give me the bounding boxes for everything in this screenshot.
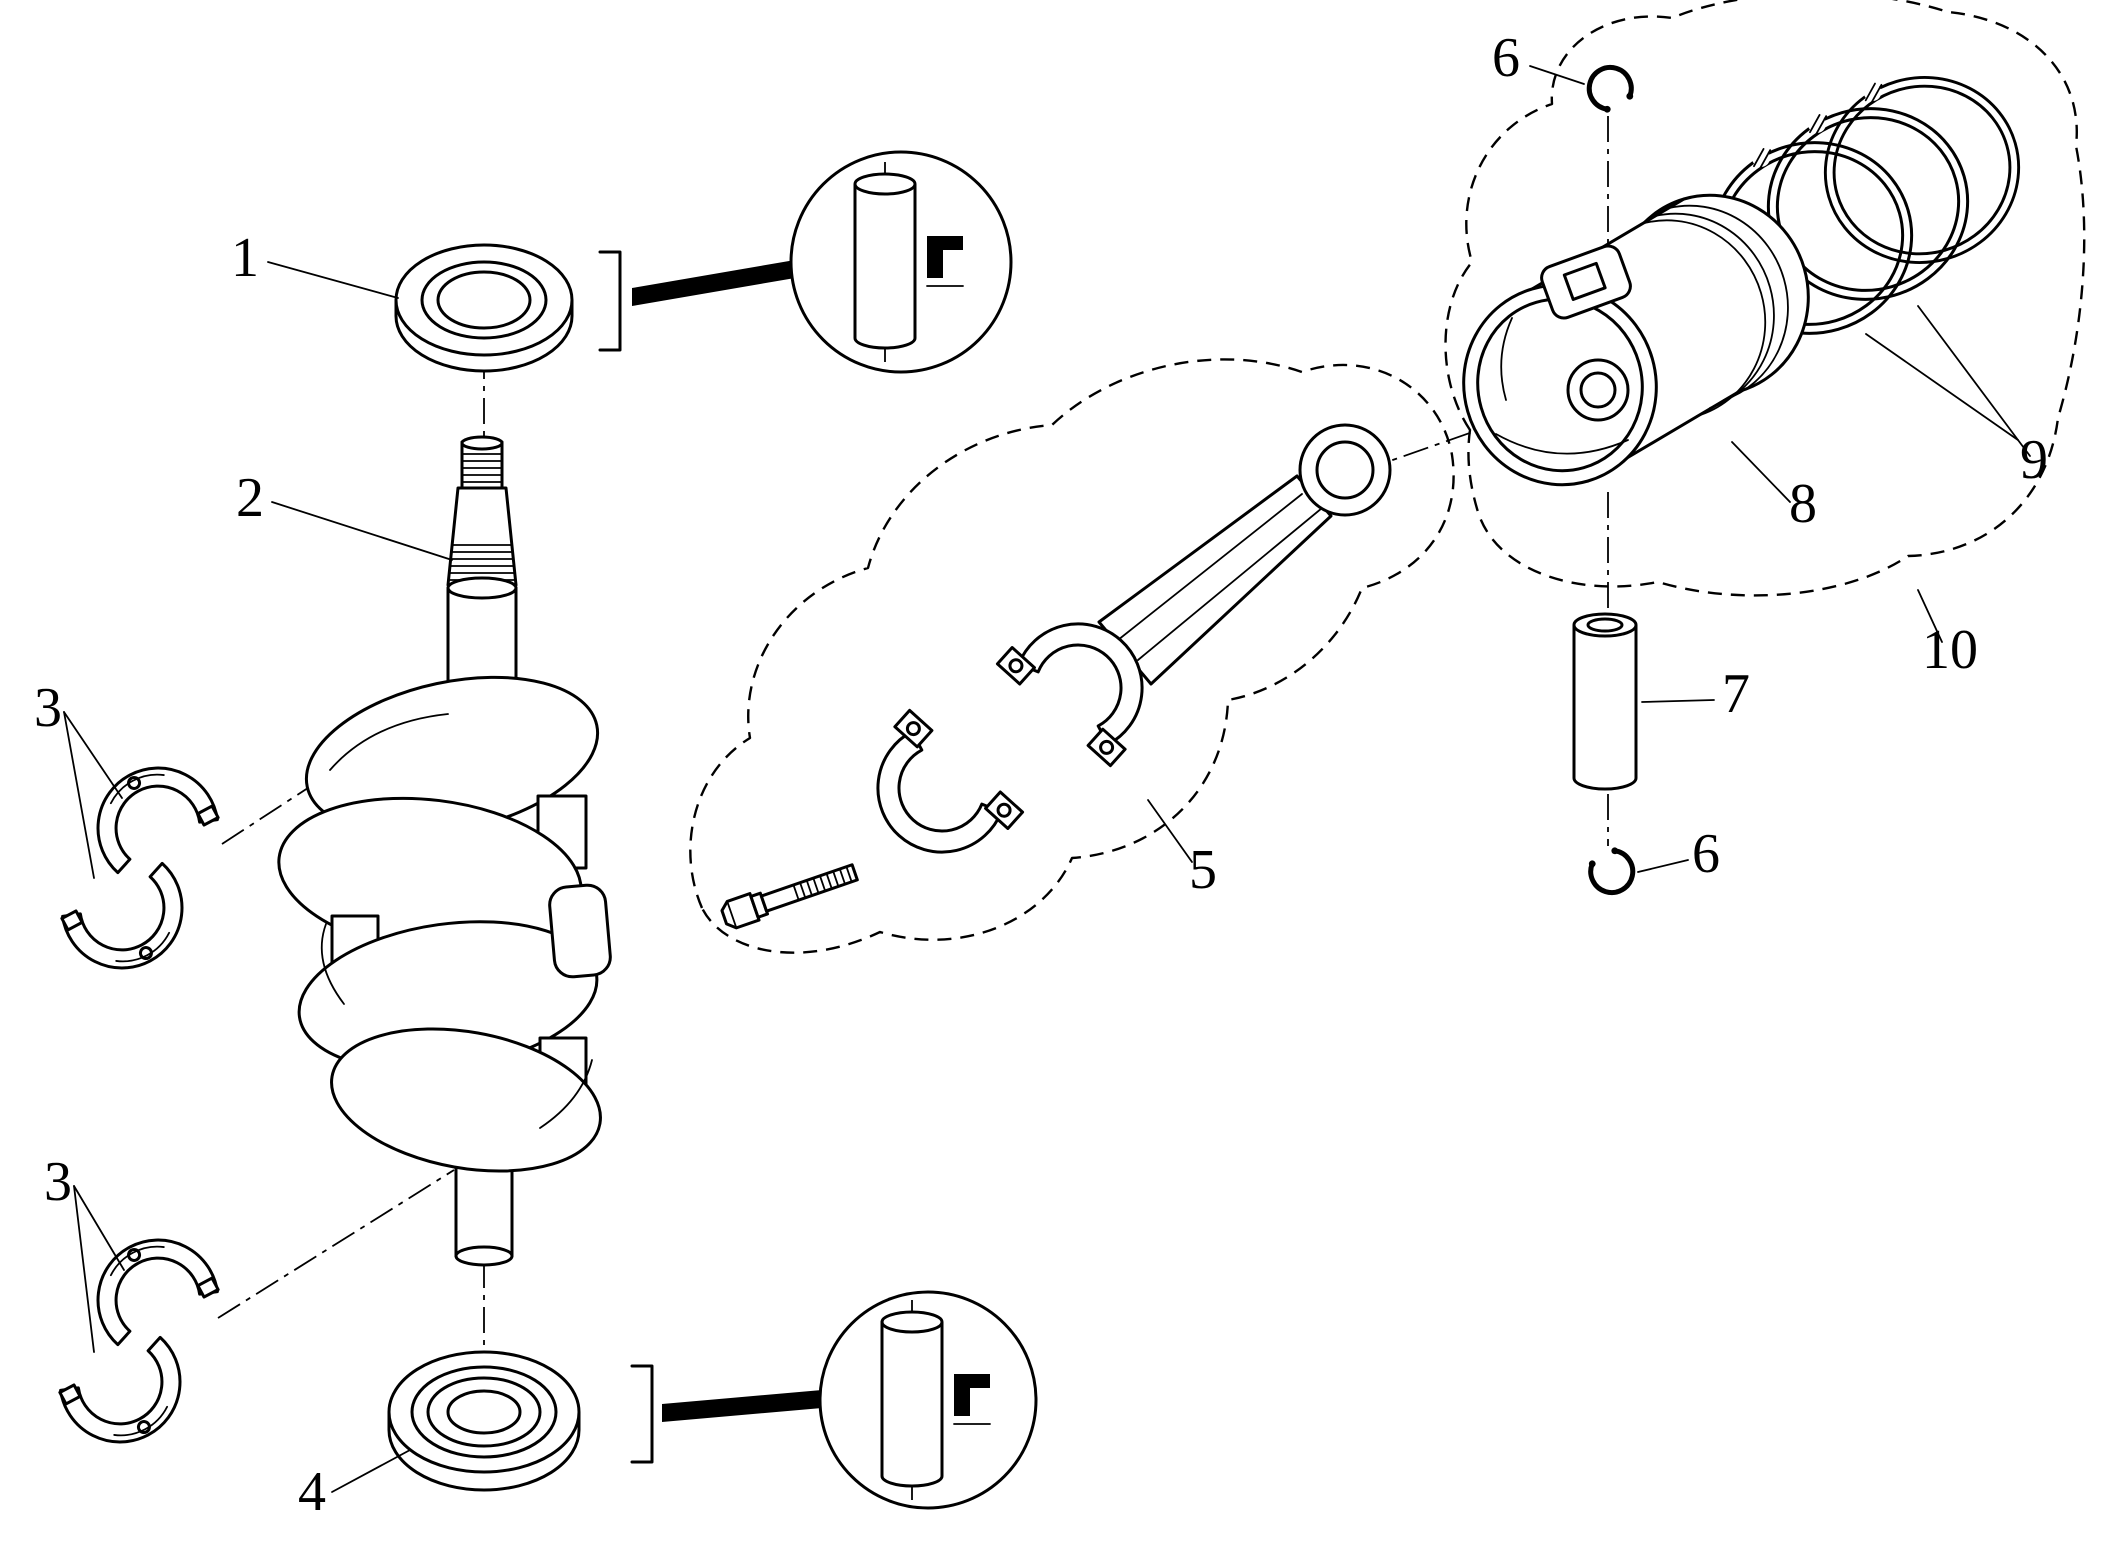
bracket <box>630 1364 654 1464</box>
connecting-rod-outline <box>689 358 1455 954</box>
circlip-top <box>1582 60 1639 116</box>
callout-9: 9 <box>2020 429 2048 491</box>
callout-10: 10 <box>1922 619 1978 681</box>
seal-detail-callout-bottom <box>630 1290 1038 1510</box>
callout-5: 5 <box>1189 839 1217 901</box>
seal-detail-callout-top <box>598 150 1013 374</box>
leader-lines <box>63 65 2031 1493</box>
callout-8: 8 <box>1789 473 1817 535</box>
callout-3-upper: 3 <box>34 677 62 739</box>
detail-arrow <box>662 1390 822 1422</box>
detail-arrow <box>632 260 795 306</box>
callout-labels: 1 2 3 3 4 5 6 6 7 8 9 10 <box>34 27 2048 1523</box>
callout-2: 2 <box>236 467 264 529</box>
circlip-bottom <box>1584 844 1641 900</box>
callout-6-bottom: 6 <box>1692 823 1720 885</box>
main-bearing-set-upper <box>57 745 223 991</box>
callout-6-top: 6 <box>1492 27 1520 89</box>
piston-assembly-outline <box>1444 0 2086 597</box>
lower-oil-seal <box>387 1350 581 1492</box>
piston <box>1462 193 1810 487</box>
crankshaft <box>277 435 612 1267</box>
callout-4: 4 <box>298 1461 326 1523</box>
callout-3-lower: 3 <box>44 1151 72 1213</box>
connecting-rod-assembly <box>720 423 1392 930</box>
callout-1: 1 <box>231 227 259 289</box>
bracket <box>598 250 622 352</box>
upper-oil-seal <box>394 243 574 373</box>
piston-pin <box>1572 612 1638 791</box>
connecting-rod-bolt <box>720 863 859 930</box>
callout-7: 7 <box>1722 663 1750 725</box>
